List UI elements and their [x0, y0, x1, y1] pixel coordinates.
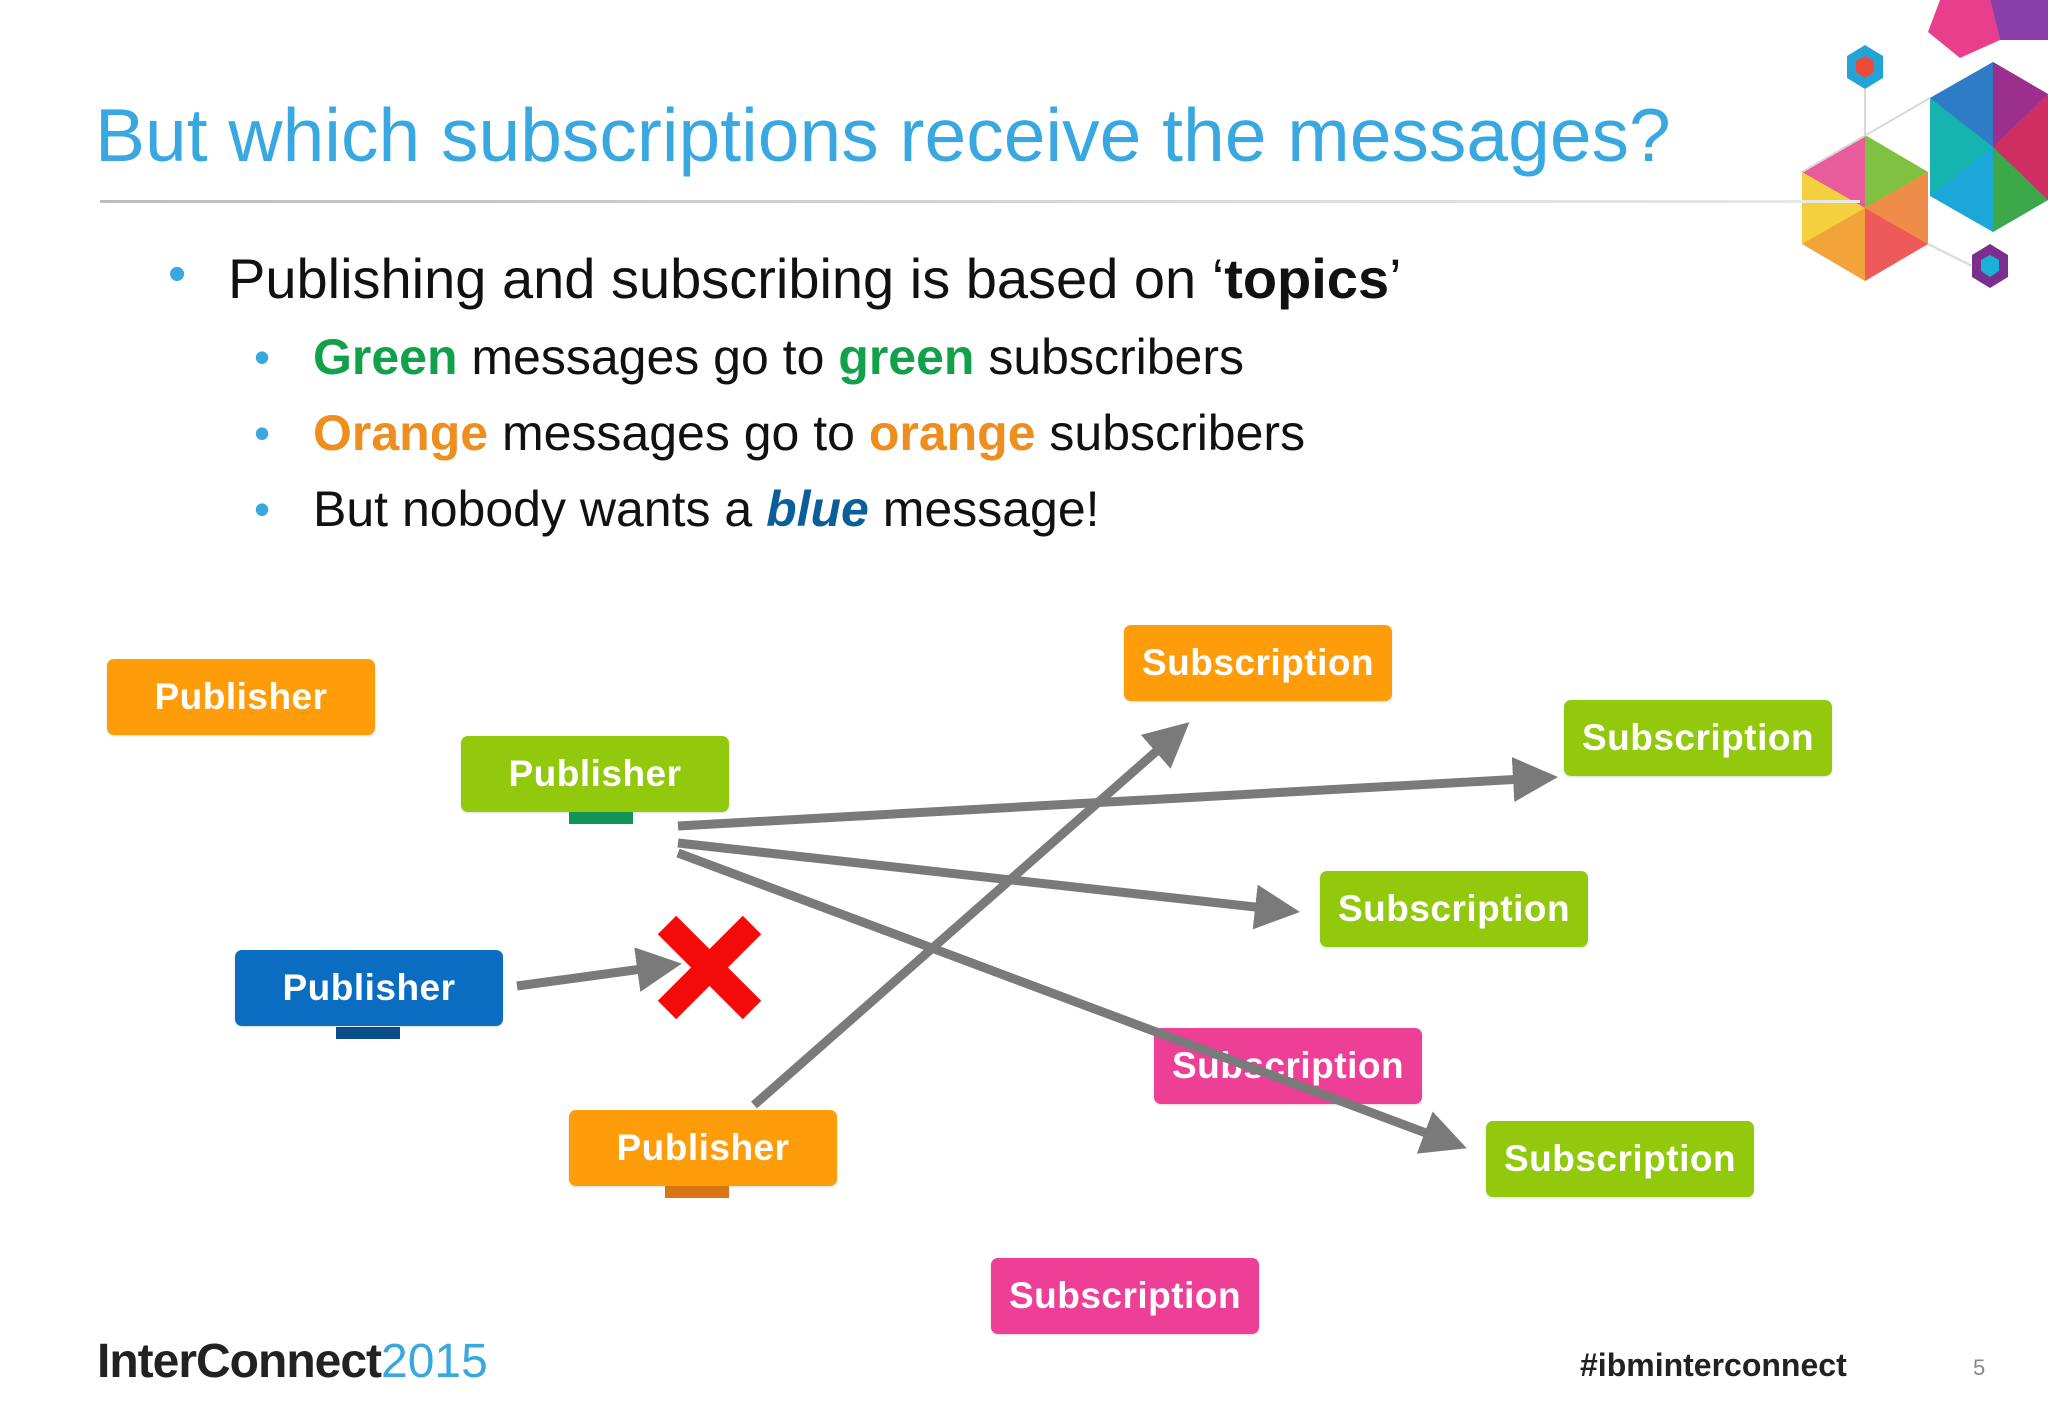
- bullet-green-text: messages go to: [457, 329, 839, 385]
- bullet-topics: Publishing and subscribing is based on ‘…: [228, 246, 1402, 311]
- publisher-orange-tab: [665, 1186, 729, 1198]
- bullet-green: Green messages go to green subscribers: [313, 328, 1244, 386]
- bullet-orange: Orange messages go to orange subscribers: [313, 404, 1305, 462]
- bullet-blue-text: But nobody wants a: [313, 481, 767, 537]
- bullet-orange-text-2: subscribers: [1035, 405, 1306, 461]
- page-number: 5: [1973, 1355, 1986, 1380]
- hexagon-decoration: [1801, 0, 2048, 288]
- publisher-green: Publisher: [461, 736, 729, 812]
- bullet-dot: •: [254, 483, 271, 535]
- bullet-blue-text-2: message!: [868, 481, 1100, 537]
- arrow-orange-to-subscription: [751, 722, 1190, 1109]
- reject-x-icon: [657, 915, 762, 1020]
- publisher-blue: Publisher: [235, 950, 503, 1026]
- bullet-dot: •: [254, 407, 271, 459]
- subscription-orange: Subscription: [1124, 625, 1392, 701]
- logo-year: 2015: [381, 1335, 488, 1388]
- interconnect-logo: InterConnect2015: [97, 1334, 488, 1389]
- orange-word: Orange: [313, 405, 489, 461]
- slide-title: But which subscriptions receive the mess…: [95, 93, 1671, 177]
- bullet-topics-text: Publishing and subscribing is based on ‘: [228, 247, 1225, 310]
- arrow-green-to-subscription-1: [677, 757, 1558, 831]
- logo-wordmark: InterConnect: [97, 1335, 382, 1388]
- arrow-green-to-subscription-3: [676, 848, 1467, 1154]
- blue-word: blue: [766, 481, 869, 537]
- publisher-green-tab: [569, 812, 633, 824]
- bullet-blue: But nobody wants a blue message!: [313, 480, 1100, 538]
- subscription-green-1: Subscription: [1564, 700, 1832, 776]
- arrow-green-to-subscription-2: [677, 838, 1300, 930]
- topics-word: topics: [1224, 247, 1390, 310]
- publisher-orange-2: Publisher: [569, 1110, 837, 1186]
- orange-word-2: orange: [868, 405, 1036, 461]
- bullet-green-text-2: subscribers: [974, 329, 1244, 385]
- bullet-dot: •: [168, 245, 187, 303]
- green-word: Green: [313, 329, 458, 385]
- title-divider: [100, 200, 1860, 203]
- subscription-green-3: Subscription: [1486, 1121, 1754, 1197]
- hexagon-cluster-icon: [1801, 0, 2048, 288]
- green-word-2: green: [838, 329, 975, 385]
- event-hashtag: #ibminterconnect: [1580, 1347, 1847, 1383]
- bullet-orange-text: messages go to: [488, 405, 869, 461]
- bullet-topics-close: ’: [1389, 247, 1402, 310]
- arrow-blue-to-nowhere: [516, 947, 682, 992]
- publisher-orange-1: Publisher: [107, 659, 375, 735]
- bullet-dot: •: [254, 331, 271, 383]
- subscription-green-2: Subscription: [1320, 871, 1588, 947]
- subscription-pink-1: Subscription: [1154, 1028, 1422, 1104]
- subscription-pink-2: Subscription: [991, 1258, 1259, 1334]
- publisher-blue-tab: [336, 1027, 400, 1039]
